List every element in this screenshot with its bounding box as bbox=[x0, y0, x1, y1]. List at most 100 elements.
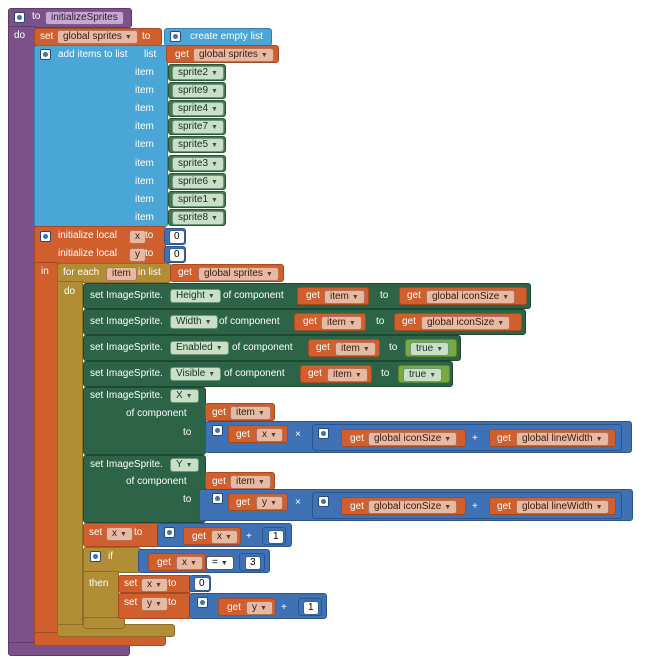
global-sprites-dropdown[interactable]: global sprites▼ bbox=[57, 30, 138, 44]
visible-property-dropdown[interactable]: Visible▼ bbox=[170, 367, 222, 381]
iconsize-dropdown[interactable]: global iconSize▼ bbox=[368, 500, 458, 514]
enabled-property-dropdown[interactable]: Enabled▼ bbox=[170, 341, 229, 355]
iconsize-dropdown[interactable]: global iconSize▼ bbox=[426, 290, 516, 304]
y-var-name: y bbox=[252, 602, 257, 613]
iconsize-name: global iconSize bbox=[374, 501, 442, 512]
y-init-value-field[interactable]: 0 bbox=[169, 248, 185, 262]
iconsize-dropdown[interactable]: global iconSize▼ bbox=[421, 316, 511, 330]
add-items-to-list-block[interactable] bbox=[34, 45, 168, 227]
plus-mutator-icon[interactable] bbox=[212, 493, 223, 504]
item-name: item bbox=[330, 291, 349, 302]
set-visible-block[interactable] bbox=[83, 361, 453, 387]
chevron-down-icon: ▼ bbox=[257, 479, 265, 486]
global-sprites-get-dropdown[interactable]: global sprites▼ bbox=[193, 48, 274, 62]
sprite2-name: sprite2 bbox=[178, 67, 209, 78]
foreach-list-dropdown[interactable]: global sprites▼ bbox=[198, 267, 279, 281]
chevron-down-icon: ▼ bbox=[204, 319, 212, 326]
set-x-var-dropdown[interactable]: x▼ bbox=[141, 578, 168, 592]
item-dropdown[interactable]: item▼ bbox=[230, 406, 271, 420]
linewidth-dropdown[interactable]: global lineWidth▼ bbox=[516, 432, 609, 446]
foreach-item-name-field[interactable]: item bbox=[106, 267, 137, 281]
sprite6-dropdown[interactable]: sprite6▼ bbox=[172, 175, 224, 189]
height-property-dropdown[interactable]: Height▼ bbox=[170, 289, 221, 303]
in-label: in bbox=[41, 266, 49, 277]
y-var-dropdown[interactable]: y▼ bbox=[246, 601, 273, 615]
plus-mutator-icon[interactable] bbox=[197, 597, 208, 608]
sprite1-dropdown[interactable]: sprite1▼ bbox=[172, 193, 224, 207]
sprite5-name: sprite5 bbox=[178, 139, 209, 150]
width-property-dropdown[interactable]: Width▼ bbox=[170, 315, 218, 329]
chevron-down-icon: ▼ bbox=[207, 293, 215, 300]
to-label: to bbox=[168, 578, 177, 589]
item-dropdown[interactable]: item▼ bbox=[321, 316, 362, 330]
visible-true-dropdown[interactable]: true▼ bbox=[403, 368, 443, 382]
sprite7-dropdown[interactable]: sprite7▼ bbox=[172, 120, 224, 134]
chevron-down-icon: ▼ bbox=[444, 504, 452, 511]
plus-mutator-icon[interactable] bbox=[164, 527, 175, 538]
sprite5-dropdown[interactable]: sprite5▼ bbox=[172, 138, 224, 152]
linewidth-dropdown[interactable]: global lineWidth▼ bbox=[516, 500, 609, 514]
list-label: list bbox=[144, 49, 157, 60]
local-x-name-field[interactable]: x bbox=[129, 230, 146, 244]
get-label: get bbox=[402, 316, 416, 327]
get-label: get bbox=[175, 49, 189, 60]
chevron-down-icon: ▼ bbox=[155, 601, 162, 608]
y-property-dropdown[interactable]: Y▼ bbox=[170, 458, 199, 472]
set-prefix-label: set ImageSprite. bbox=[90, 342, 163, 353]
local-mutator-icon[interactable] bbox=[40, 231, 51, 242]
set-y-var-dropdown[interactable]: y▼ bbox=[141, 597, 168, 611]
initialize-local-label: initialize local bbox=[58, 248, 117, 259]
set-prefix-label: set ImageSprite. bbox=[90, 316, 163, 327]
set-x-var-dropdown[interactable]: x▼ bbox=[106, 527, 133, 541]
add-items-mutator-icon[interactable] bbox=[40, 49, 51, 60]
chevron-down-icon: ▼ bbox=[211, 179, 218, 186]
item-dropdown[interactable]: item▼ bbox=[335, 342, 376, 356]
set-x-var-name: x bbox=[112, 528, 117, 539]
y-var-name: y bbox=[262, 497, 267, 508]
sprite4-dropdown[interactable]: sprite4▼ bbox=[172, 102, 224, 116]
y-increment-value-field[interactable]: 1 bbox=[303, 601, 319, 615]
multiply-mutator-icon[interactable] bbox=[318, 496, 329, 507]
item-dropdown[interactable]: item▼ bbox=[324, 290, 365, 304]
sprite8-dropdown[interactable]: sprite8▼ bbox=[172, 211, 224, 225]
reset-x-value-field[interactable]: 0 bbox=[194, 577, 210, 591]
chevron-down-icon: ▼ bbox=[155, 582, 162, 589]
sprite2-dropdown[interactable]: sprite2▼ bbox=[172, 66, 224, 80]
multiply-label: × bbox=[295, 497, 301, 508]
enabled-true-dropdown[interactable]: true▼ bbox=[410, 342, 450, 356]
chevron-down-icon: ▼ bbox=[208, 371, 216, 378]
set-enabled-block[interactable] bbox=[83, 335, 461, 361]
chevron-down-icon: ▼ bbox=[211, 161, 218, 168]
plus-mutator-icon[interactable] bbox=[212, 425, 223, 436]
set-prefix-label: set ImageSprite. bbox=[90, 459, 163, 470]
x-var-dropdown[interactable]: x▼ bbox=[211, 530, 238, 544]
item-dropdown[interactable]: item▼ bbox=[327, 368, 368, 382]
item-label: item bbox=[135, 139, 154, 150]
to-label: to bbox=[183, 427, 192, 438]
local-y-name-field[interactable]: y bbox=[129, 248, 146, 262]
in-list-label: in list bbox=[138, 267, 161, 278]
chevron-down-icon: ▼ bbox=[211, 124, 218, 131]
compare-operator-dropdown[interactable]: =▼ bbox=[206, 556, 234, 570]
get-label: get bbox=[407, 290, 421, 301]
sprite9-dropdown[interactable]: sprite9▼ bbox=[172, 84, 224, 98]
increment-value-field[interactable]: 1 bbox=[268, 530, 284, 544]
compare-value-field[interactable]: 3 bbox=[245, 556, 261, 570]
list-mutator-icon[interactable] bbox=[170, 31, 181, 42]
x-var-dropdown[interactable]: x▼ bbox=[256, 428, 283, 442]
procedure-mutator-icon[interactable] bbox=[14, 12, 25, 23]
x-var-dropdown[interactable]: x▼ bbox=[176, 556, 203, 570]
set-label: set bbox=[89, 527, 103, 538]
to-label: to bbox=[381, 368, 390, 379]
y-var-dropdown[interactable]: y▼ bbox=[256, 496, 283, 510]
x-property-dropdown[interactable]: X▼ bbox=[170, 389, 199, 403]
procedure-name-field[interactable]: initializeSprites bbox=[45, 11, 124, 25]
chevron-down-icon: ▼ bbox=[215, 345, 223, 352]
if-mutator-icon[interactable] bbox=[90, 551, 101, 562]
sprite3-dropdown[interactable]: sprite3▼ bbox=[172, 157, 224, 171]
x-init-value-field[interactable]: 0 bbox=[169, 230, 185, 244]
item-dropdown[interactable]: item▼ bbox=[230, 475, 271, 489]
multiply-mutator-icon[interactable] bbox=[318, 428, 329, 439]
iconsize-dropdown[interactable]: global iconSize▼ bbox=[368, 432, 458, 446]
chevron-down-icon: ▼ bbox=[362, 346, 370, 353]
